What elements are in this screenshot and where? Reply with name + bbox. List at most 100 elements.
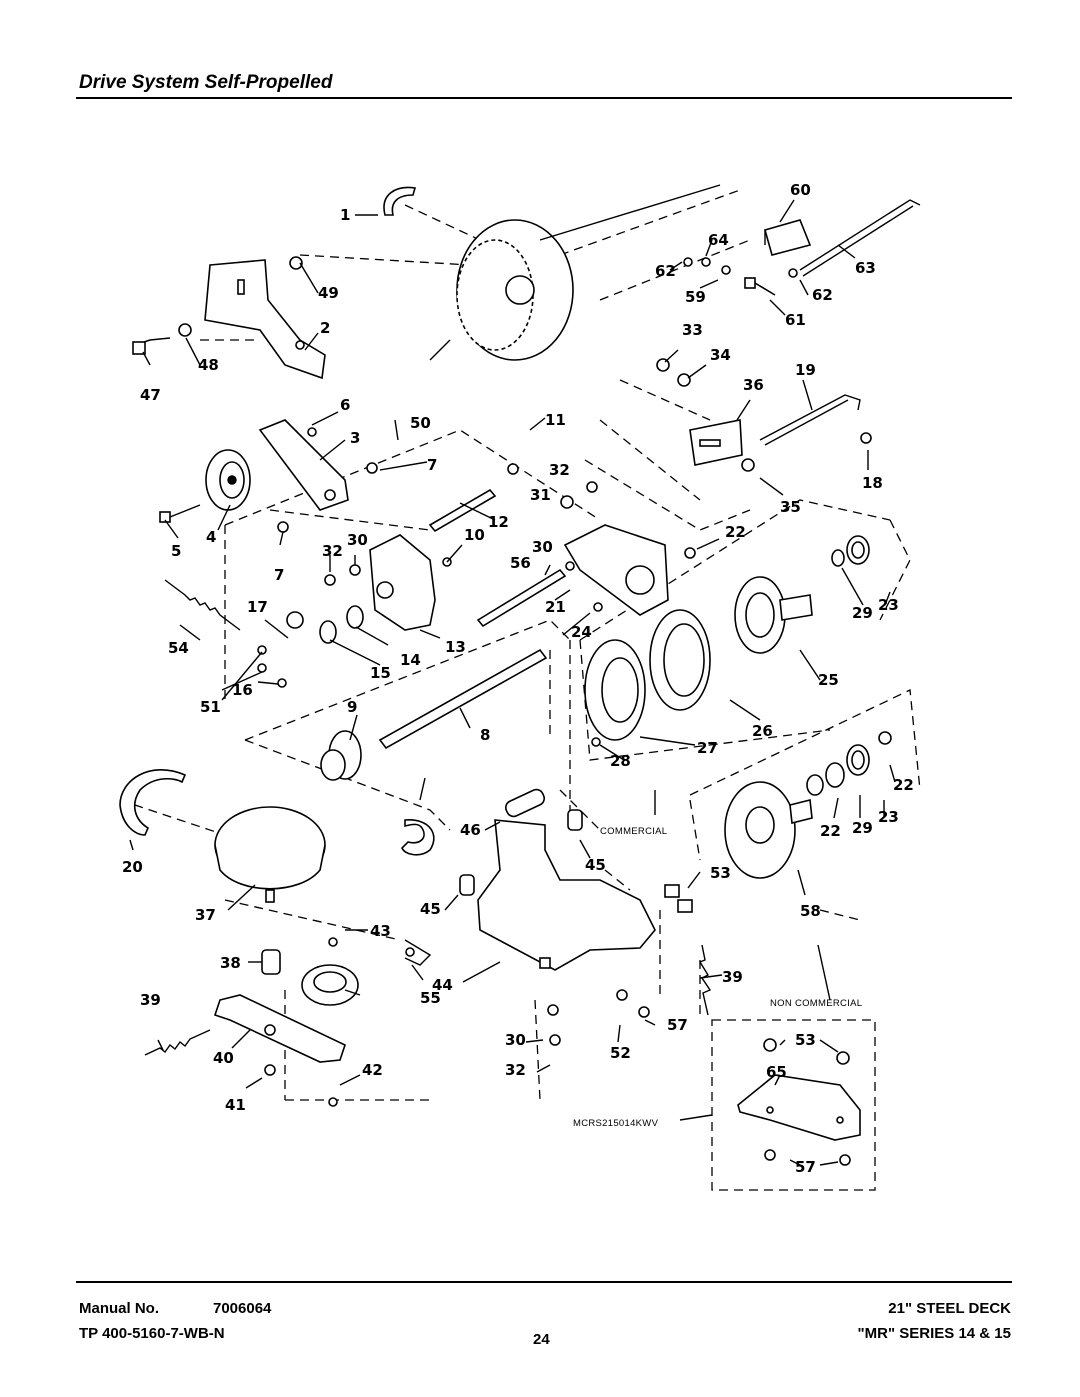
callout-41: 41 xyxy=(225,1096,246,1114)
callout-15: 15 xyxy=(370,664,391,682)
manual-label: Manual No. xyxy=(79,1300,160,1317)
callout-23-b: 23 xyxy=(878,808,899,826)
footer-rule xyxy=(76,1281,1012,1283)
manual-number: 7006064 xyxy=(213,1300,272,1317)
callout-47: 47 xyxy=(140,386,161,404)
lever-55 xyxy=(404,939,432,966)
callout-31: 31 xyxy=(530,486,551,504)
callout-30-c: 30 xyxy=(505,1031,526,1049)
bracket-2 xyxy=(204,259,326,380)
pulley-58 xyxy=(724,781,813,879)
spring-39-right xyxy=(698,944,712,1016)
guide-lines xyxy=(119,189,921,1191)
callout-49: 49 xyxy=(318,284,339,302)
callout-39-b: 39 xyxy=(722,968,743,986)
callout-29-b: 29 xyxy=(852,819,873,837)
callout-36: 36 xyxy=(743,376,764,394)
header-rule xyxy=(76,97,1012,99)
callout-30-a: 30 xyxy=(347,531,368,549)
callout-12: 12 xyxy=(488,513,509,531)
callout-8: 8 xyxy=(480,726,490,744)
clutch-plate-27 xyxy=(584,639,646,741)
tp-number: TP 400-5160-7-WB-N xyxy=(79,1325,225,1342)
model-number-label: MCRS215014KWV xyxy=(573,1118,659,1129)
commercial-label: COMMERCIAL xyxy=(600,826,667,837)
callout-37: 37 xyxy=(195,906,216,924)
callout-23-a: 23 xyxy=(878,596,899,614)
callout-55: 55 xyxy=(420,989,441,1007)
callout-34: 34 xyxy=(710,346,731,364)
callout-14: 14 xyxy=(400,651,421,669)
axle-12 xyxy=(428,488,497,533)
callout-26: 26 xyxy=(752,722,773,740)
pulley-4-top xyxy=(205,449,251,511)
nuts-53 xyxy=(664,884,693,913)
leader-lines xyxy=(129,199,896,1166)
callout-32-c: 32 xyxy=(505,1061,526,1079)
callout-10: 10 xyxy=(464,526,485,544)
bracket-13 xyxy=(369,534,436,631)
series-label: "MR" SERIES 14 & 15 xyxy=(857,1325,1011,1342)
callout-16: 16 xyxy=(232,681,253,699)
callout-46: 46 xyxy=(460,821,481,839)
callout-1: 1 xyxy=(340,206,350,224)
shift-rod-19 xyxy=(759,394,861,446)
spacer-46 xyxy=(504,788,546,818)
callout-64: 64 xyxy=(708,231,729,249)
deck-label: 21" STEEL DECK xyxy=(888,1300,1011,1317)
callout-48: 48 xyxy=(198,356,219,374)
spacer-38 xyxy=(261,949,281,975)
spring-39-left xyxy=(144,1029,211,1056)
shaft-56 xyxy=(476,568,567,628)
friction-ring-26 xyxy=(649,609,711,711)
blade-pulley-37 xyxy=(214,806,326,903)
transmission-assembly xyxy=(429,184,721,361)
callout-54: 54 xyxy=(168,639,189,657)
callout-22-c: 22 xyxy=(820,822,841,840)
pulley-4-bottom xyxy=(301,964,359,1006)
callout-28: 28 xyxy=(610,752,631,770)
callout-6: 6 xyxy=(340,396,350,414)
callout-35: 35 xyxy=(780,498,801,516)
callout-43: 43 xyxy=(370,922,391,940)
callout-4: 4 xyxy=(206,528,216,546)
callout-32-b: 32 xyxy=(322,542,343,560)
callout-53-a: 53 xyxy=(710,864,731,882)
callout-7-a: 7 xyxy=(427,456,437,474)
callout-19: 19 xyxy=(795,361,816,379)
callout-2: 2 xyxy=(320,319,330,337)
callout-57-b: 57 xyxy=(795,1158,816,1176)
callout-59: 59 xyxy=(685,288,706,306)
callout-24: 24 xyxy=(571,623,592,641)
callout-17: 17 xyxy=(247,598,268,616)
axle-shaft-8 xyxy=(378,648,548,750)
non-commercial-bracket-65 xyxy=(737,1074,861,1141)
callout-38: 38 xyxy=(220,954,241,972)
belt-keeper-1-top xyxy=(383,186,417,216)
page-number: 24 xyxy=(533,1331,550,1348)
belt-guide-20 xyxy=(119,769,187,836)
drive-hub-25 xyxy=(734,576,813,654)
callout-27: 27 xyxy=(697,739,718,757)
callout-57-a: 57 xyxy=(667,1016,688,1034)
callout-63: 63 xyxy=(855,259,876,277)
callouts: 1 2 3 4 5 6 7 7 8 9 10 11 12 13 14 15 16… xyxy=(122,181,914,1176)
bolt-61 xyxy=(744,277,776,296)
callout-62-a: 62 xyxy=(655,262,676,280)
callout-60: 60 xyxy=(790,181,811,199)
page-title: Drive System Self-Propelled xyxy=(79,72,333,93)
callout-44: 44 xyxy=(432,976,453,994)
callout-61: 61 xyxy=(785,311,806,329)
callout-30-b: 30 xyxy=(532,538,553,556)
callout-20: 20 xyxy=(122,858,143,876)
belt-keeper-1-bottom xyxy=(401,819,435,856)
bolt-5 xyxy=(159,504,201,523)
bracket-60 xyxy=(764,219,812,256)
callout-13: 13 xyxy=(445,638,466,656)
idler-arm-40 xyxy=(213,994,346,1063)
callout-21: 21 xyxy=(545,598,566,616)
callout-45-a: 45 xyxy=(585,856,606,874)
spring-54 xyxy=(164,579,241,631)
callout-32-a: 32 xyxy=(549,461,570,479)
